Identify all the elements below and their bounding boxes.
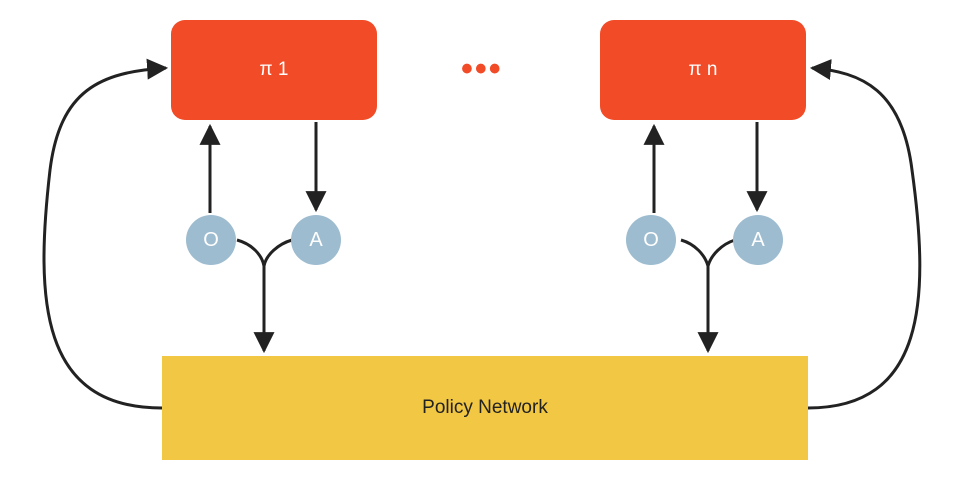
- left-observation-node: O: [186, 215, 236, 265]
- right-merge-connector: [680, 238, 736, 272]
- agent-pi-n-label: π n: [688, 59, 718, 80]
- agent-pi-1-label: π 1: [259, 59, 289, 80]
- ellipsis: •••: [461, 50, 503, 88]
- policy-network-box: Policy Network: [162, 356, 808, 460]
- right-action-node: A: [733, 215, 783, 265]
- agent-pi-n-box: π n: [600, 20, 806, 120]
- agent-pi-1-box: π 1: [171, 20, 377, 120]
- left-merge-connector: [236, 238, 293, 267]
- right-observation-node: O: [626, 215, 676, 265]
- left-feedback-loop-arrow: [42, 58, 169, 410]
- right-feedback-loop-arrow: [807, 59, 922, 410]
- left-action-node: A: [291, 215, 341, 265]
- policy-network-label: Policy Network: [422, 397, 548, 418]
